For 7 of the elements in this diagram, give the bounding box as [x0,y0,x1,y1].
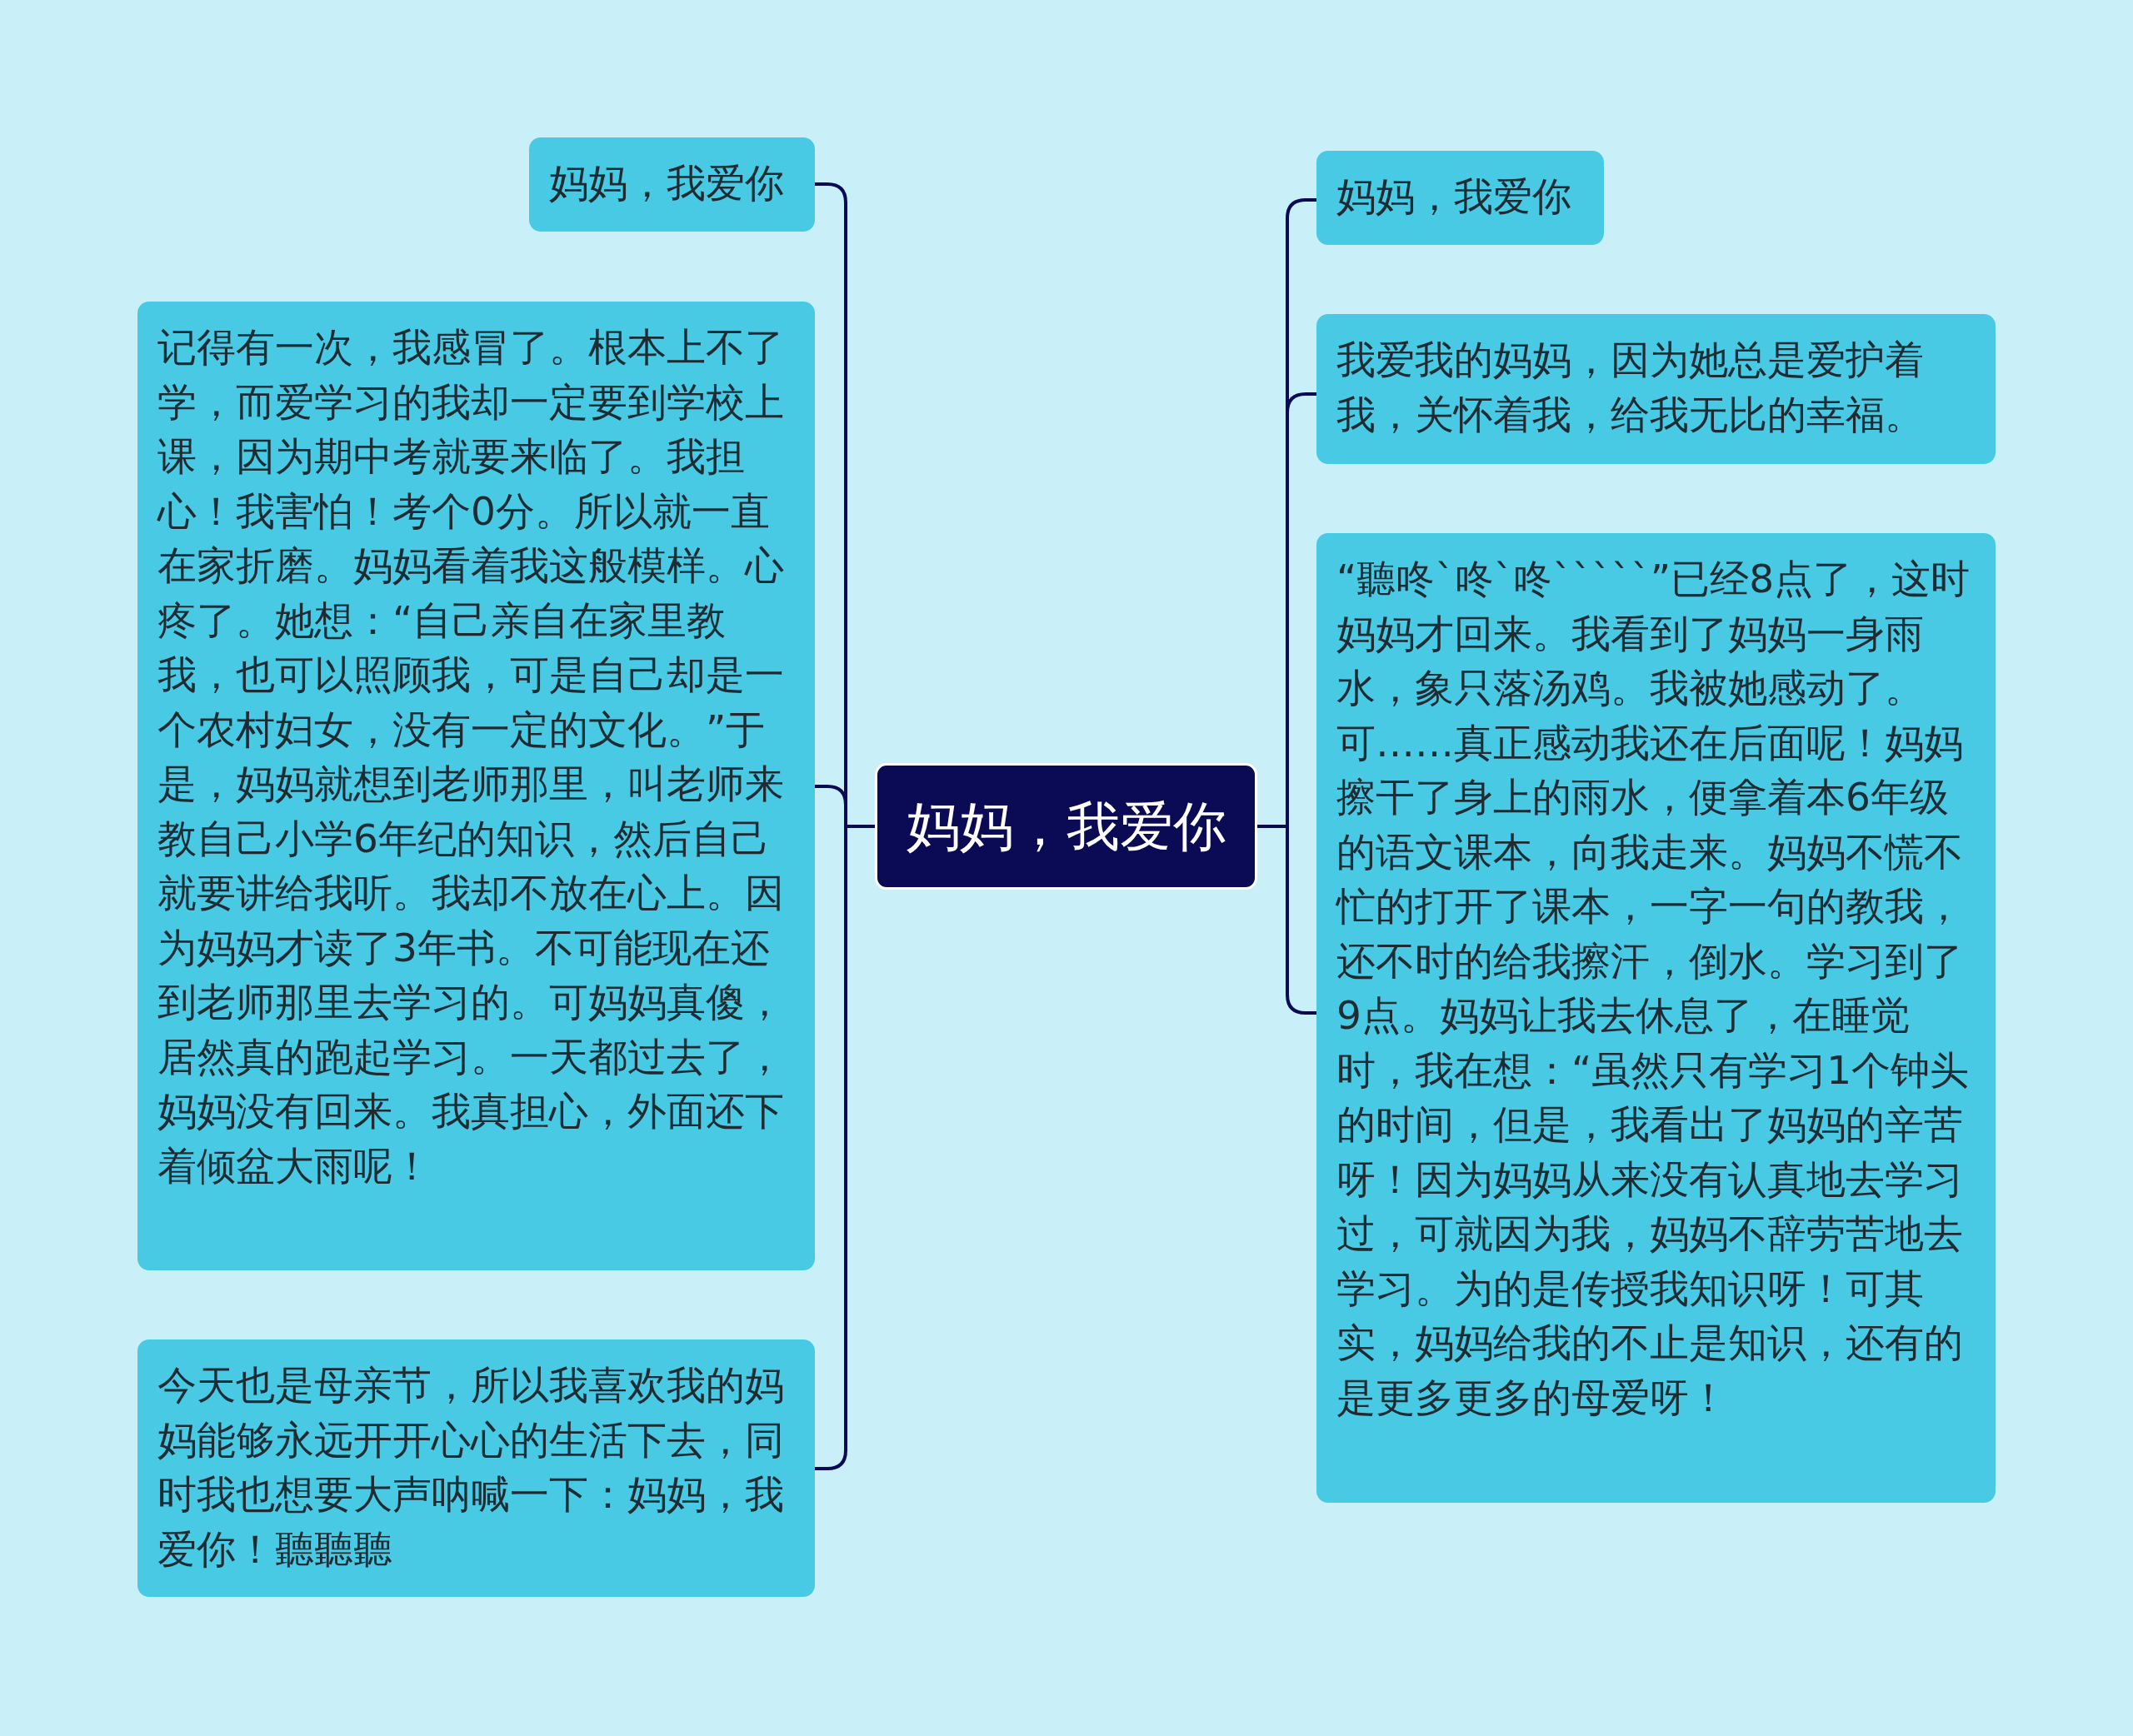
topic-box: 妈妈，我爱你 [529,137,815,232]
topic-box: 我爱我的妈妈，因为她总是爱护着我，关怀着我，给我无比的幸福。 [1316,314,1996,464]
topic-box: “聽咚`咚`咚`````”已经8点了，这时妈妈才回来。我看到了妈妈一身雨水，象只落汤鸡。我被她感动了。可……真正感动我还在后面呢！妈妈擦干了身上的雨水，便拿着本6年级的语文课本，向我走来。妈妈不慌不忙的打开了课本，一字一句的教我，还不时的给我擦汗，倒水。学习到了9点。妈妈让我去休息了，在睡觉时，我在想：“虽然只有学习1个钟头的时间，但是，我看出了妈妈的辛苦呀！因为妈妈从来没有认真地去学习过，可就因为我，妈妈不辞劳苦地去学习。为的是传授我知识呀！可其实，妈妈给我的不止是知识，还有的是更多更多的母爱呀！ [1316,533,1996,1503]
topic-box: 记得有一次，我感冒了。根本上不了学，而爱学习的我却一定要到学校上课，因为期中考就要来临了。我担心！我害怕！考个0分。所以就一直在家折磨。妈妈看着我这般模样。心疼了。她想：“自己亲自在家里教我，也可以照顾我，可是自己却是一个农村妇女，没有一定的文化。”于是，妈妈就想到老师那里，叫老师来教自己小学6年纪的知识，然后自己就要讲给我听。我却不放在心上。因为妈妈才读了3年书。不可能现在还到老师那里去学习的。可妈妈真傻，居然真的跑起学习。一天都过去了，妈妈没有回来。我真担心，外面还下着倾盆大雨呢！ [137,302,815,1270]
central-topic-box: 妈妈，我爱你 [875,763,1257,890]
topic-box: 今天也是母亲节，所以我喜欢我的妈妈能够永远开开心心的生活下去，同时我也想要大声呐喊一下：妈妈，我爱你！聽聽聽 [137,1339,815,1597]
topic-box: 妈妈，我爱你 [1316,151,1604,245]
